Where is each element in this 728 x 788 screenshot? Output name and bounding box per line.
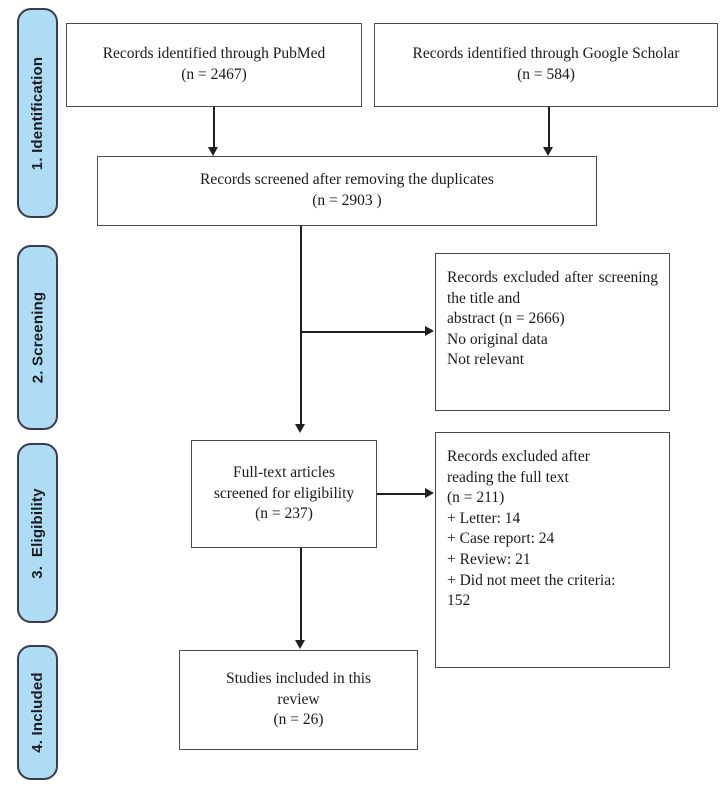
connector-fulltext-to-excluded bbox=[377, 493, 426, 495]
node-studies-included-line2: review bbox=[277, 690, 320, 708]
stage-eligibility-label: 3. Eligibility bbox=[29, 487, 46, 579]
node-studies-included: Studies included in this review (n = 26) bbox=[179, 650, 418, 750]
node-records-google-scholar-line1: Records identified through Google Schola… bbox=[412, 45, 680, 63]
arrowhead-fulltext-to-excluded bbox=[425, 488, 434, 498]
node-excluded-after-fulltext-case-report: + Case report: 24 bbox=[447, 530, 555, 548]
node-excluded-after-screening-line2: abstract (n = 2666) bbox=[447, 310, 565, 328]
node-excluded-after-fulltext-line2: reading the full text bbox=[447, 468, 569, 486]
node-excluded-after-screening-line1: Records excluded after screening the tit… bbox=[447, 269, 658, 307]
node-records-pubmed-count: (n = 2467) bbox=[181, 66, 247, 83]
node-records-pubmed: Records identified through PubMed (n = 2… bbox=[66, 23, 362, 107]
node-studies-included-line1: Studies included in this bbox=[225, 670, 372, 688]
arrowhead-pubmed-to-screened bbox=[208, 147, 218, 156]
connector-pubmed-to-screened bbox=[213, 107, 215, 149]
node-excluded-after-fulltext: Records excluded after reading the full … bbox=[435, 432, 670, 668]
node-excluded-after-fulltext-line1: Records excluded after bbox=[447, 448, 590, 465]
node-excluded-after-fulltext-letter: + Letter: 14 bbox=[447, 509, 521, 527]
node-fulltext-screened-count: (n = 237) bbox=[255, 505, 313, 523]
node-records-screened-line1: Records screened after removing the dupl… bbox=[200, 171, 494, 189]
node-records-google-scholar: Records identified through Google Schola… bbox=[374, 23, 718, 107]
arrowhead-screened-to-excluded bbox=[425, 326, 434, 336]
arrowhead-scholar-to-screened bbox=[543, 147, 553, 156]
node-records-pubmed-line1: Records identified through PubMed bbox=[102, 45, 326, 63]
stage-identification: 1. Identification bbox=[17, 8, 58, 218]
node-fulltext-screened-line1: Full-text articles bbox=[232, 464, 335, 482]
node-fulltext-screened: Full-text articles screened for eligibil… bbox=[191, 440, 377, 548]
node-excluded-after-fulltext-review: + Review: 21 bbox=[447, 551, 531, 569]
arrowhead-screened-to-fulltext bbox=[295, 424, 305, 433]
connector-fulltext-to-included bbox=[300, 548, 302, 642]
node-excluded-after-fulltext-criteria: + Did not meet the criteria: bbox=[447, 571, 616, 589]
connector-screened-to-excluded bbox=[300, 331, 426, 333]
node-excluded-after-fulltext-count: (n = 211) bbox=[447, 489, 505, 507]
stage-screening-label: 2. Screening bbox=[29, 291, 47, 384]
node-records-screened-count: (n = 2903 ) bbox=[312, 192, 382, 209]
arrowhead-fulltext-to-included bbox=[295, 640, 305, 649]
stage-eligibility: 3. Eligibility bbox=[17, 443, 58, 623]
node-fulltext-screened-line2: screened for eligibility bbox=[213, 484, 355, 502]
node-records-screened: Records screened after removing the dupl… bbox=[97, 156, 597, 226]
stage-identification-label: 1. Identification bbox=[29, 56, 47, 170]
node-excluded-after-screening-line3: No original data bbox=[447, 330, 548, 348]
connector-scholar-to-screened bbox=[548, 107, 550, 149]
stage-screening: 2. Screening bbox=[17, 245, 58, 430]
node-excluded-after-fulltext-criteria-count: 152 bbox=[447, 592, 471, 610]
node-records-google-scholar-count: (n = 584) bbox=[517, 66, 575, 83]
connector-screened-trunk bbox=[300, 226, 302, 426]
node-studies-included-count: (n = 26) bbox=[273, 711, 324, 729]
node-excluded-after-screening: Records excluded after screening the tit… bbox=[435, 253, 670, 411]
stage-included-label: 4. Included bbox=[29, 672, 46, 753]
stage-included: 4. Included bbox=[17, 645, 58, 780]
node-excluded-after-screening-line4: Not relevant bbox=[447, 351, 525, 369]
